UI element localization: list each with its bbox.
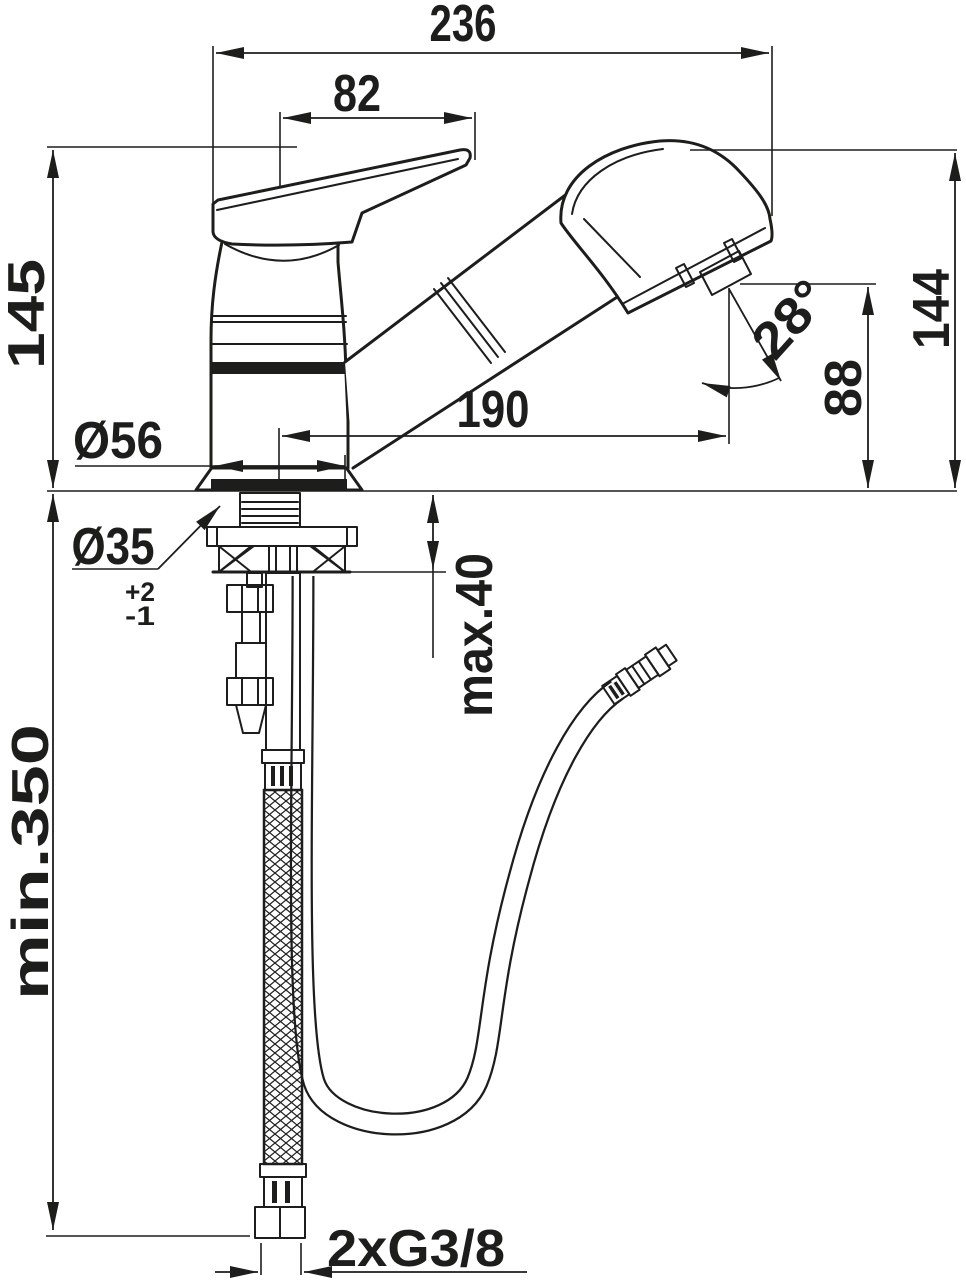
faucet-body: [209, 240, 350, 470]
mounting-bracket: [206, 492, 358, 574]
dim-hole-tol-plus-label: +2: [125, 577, 155, 607]
spout-ring: [433, 277, 506, 364]
dim-spout-reach-label: 190: [457, 381, 530, 439]
dim-outlet-height-label: 88: [815, 359, 873, 417]
aerator-nub: [723, 238, 743, 263]
dim-height-right-label: 144: [903, 269, 961, 349]
spray-head-highlight: [571, 148, 664, 215]
dim-hole-tol-minus-label: -1: [125, 601, 155, 631]
dim-supply-connection-label: 2xG3/8: [327, 1220, 505, 1278]
dim-height-left-label: 145: [0, 259, 56, 369]
aerator-nub: [675, 263, 695, 288]
dim-total-width: 236: [212, 0, 773, 216]
dim-height-right: 144: [690, 149, 961, 488]
supply-hose: [254, 572, 307, 1239]
dim-total-width-label: 236: [430, 0, 497, 53]
dim-base-diameter: Ø56: [73, 412, 346, 479]
braided-hose-section: [262, 788, 304, 1166]
spray-head: [559, 139, 774, 315]
dim-supply-connection: 2xG3/8: [215, 1220, 527, 1278]
dim-height-left: 145: [0, 146, 297, 488]
dim-deck-thickness-label: max.40: [446, 553, 504, 717]
hose-connector: [601, 643, 678, 706]
dim-handle-length-label: 82: [333, 65, 381, 123]
dim-handle-length: 82: [279, 65, 476, 187]
cartridge-dome: [224, 243, 340, 262]
dim-deck-thickness: max.40: [342, 495, 504, 717]
dim-spout-reach: 190: [278, 381, 726, 484]
dim-hose-length-label: min.350: [2, 724, 60, 1000]
dim-outlet-height: 88: [740, 283, 876, 488]
faucet-handle: [211, 148, 472, 247]
aerator-outlet: [699, 250, 752, 296]
dim-hole-diameter-label: Ø35: [72, 518, 155, 576]
dim-hose-length: min.350: [2, 494, 250, 1237]
aerator-face-band: [623, 227, 766, 304]
dim-base-diameter-label: Ø56: [73, 412, 163, 470]
dim-hole-diameter: Ø35 +2 -1: [72, 505, 221, 631]
